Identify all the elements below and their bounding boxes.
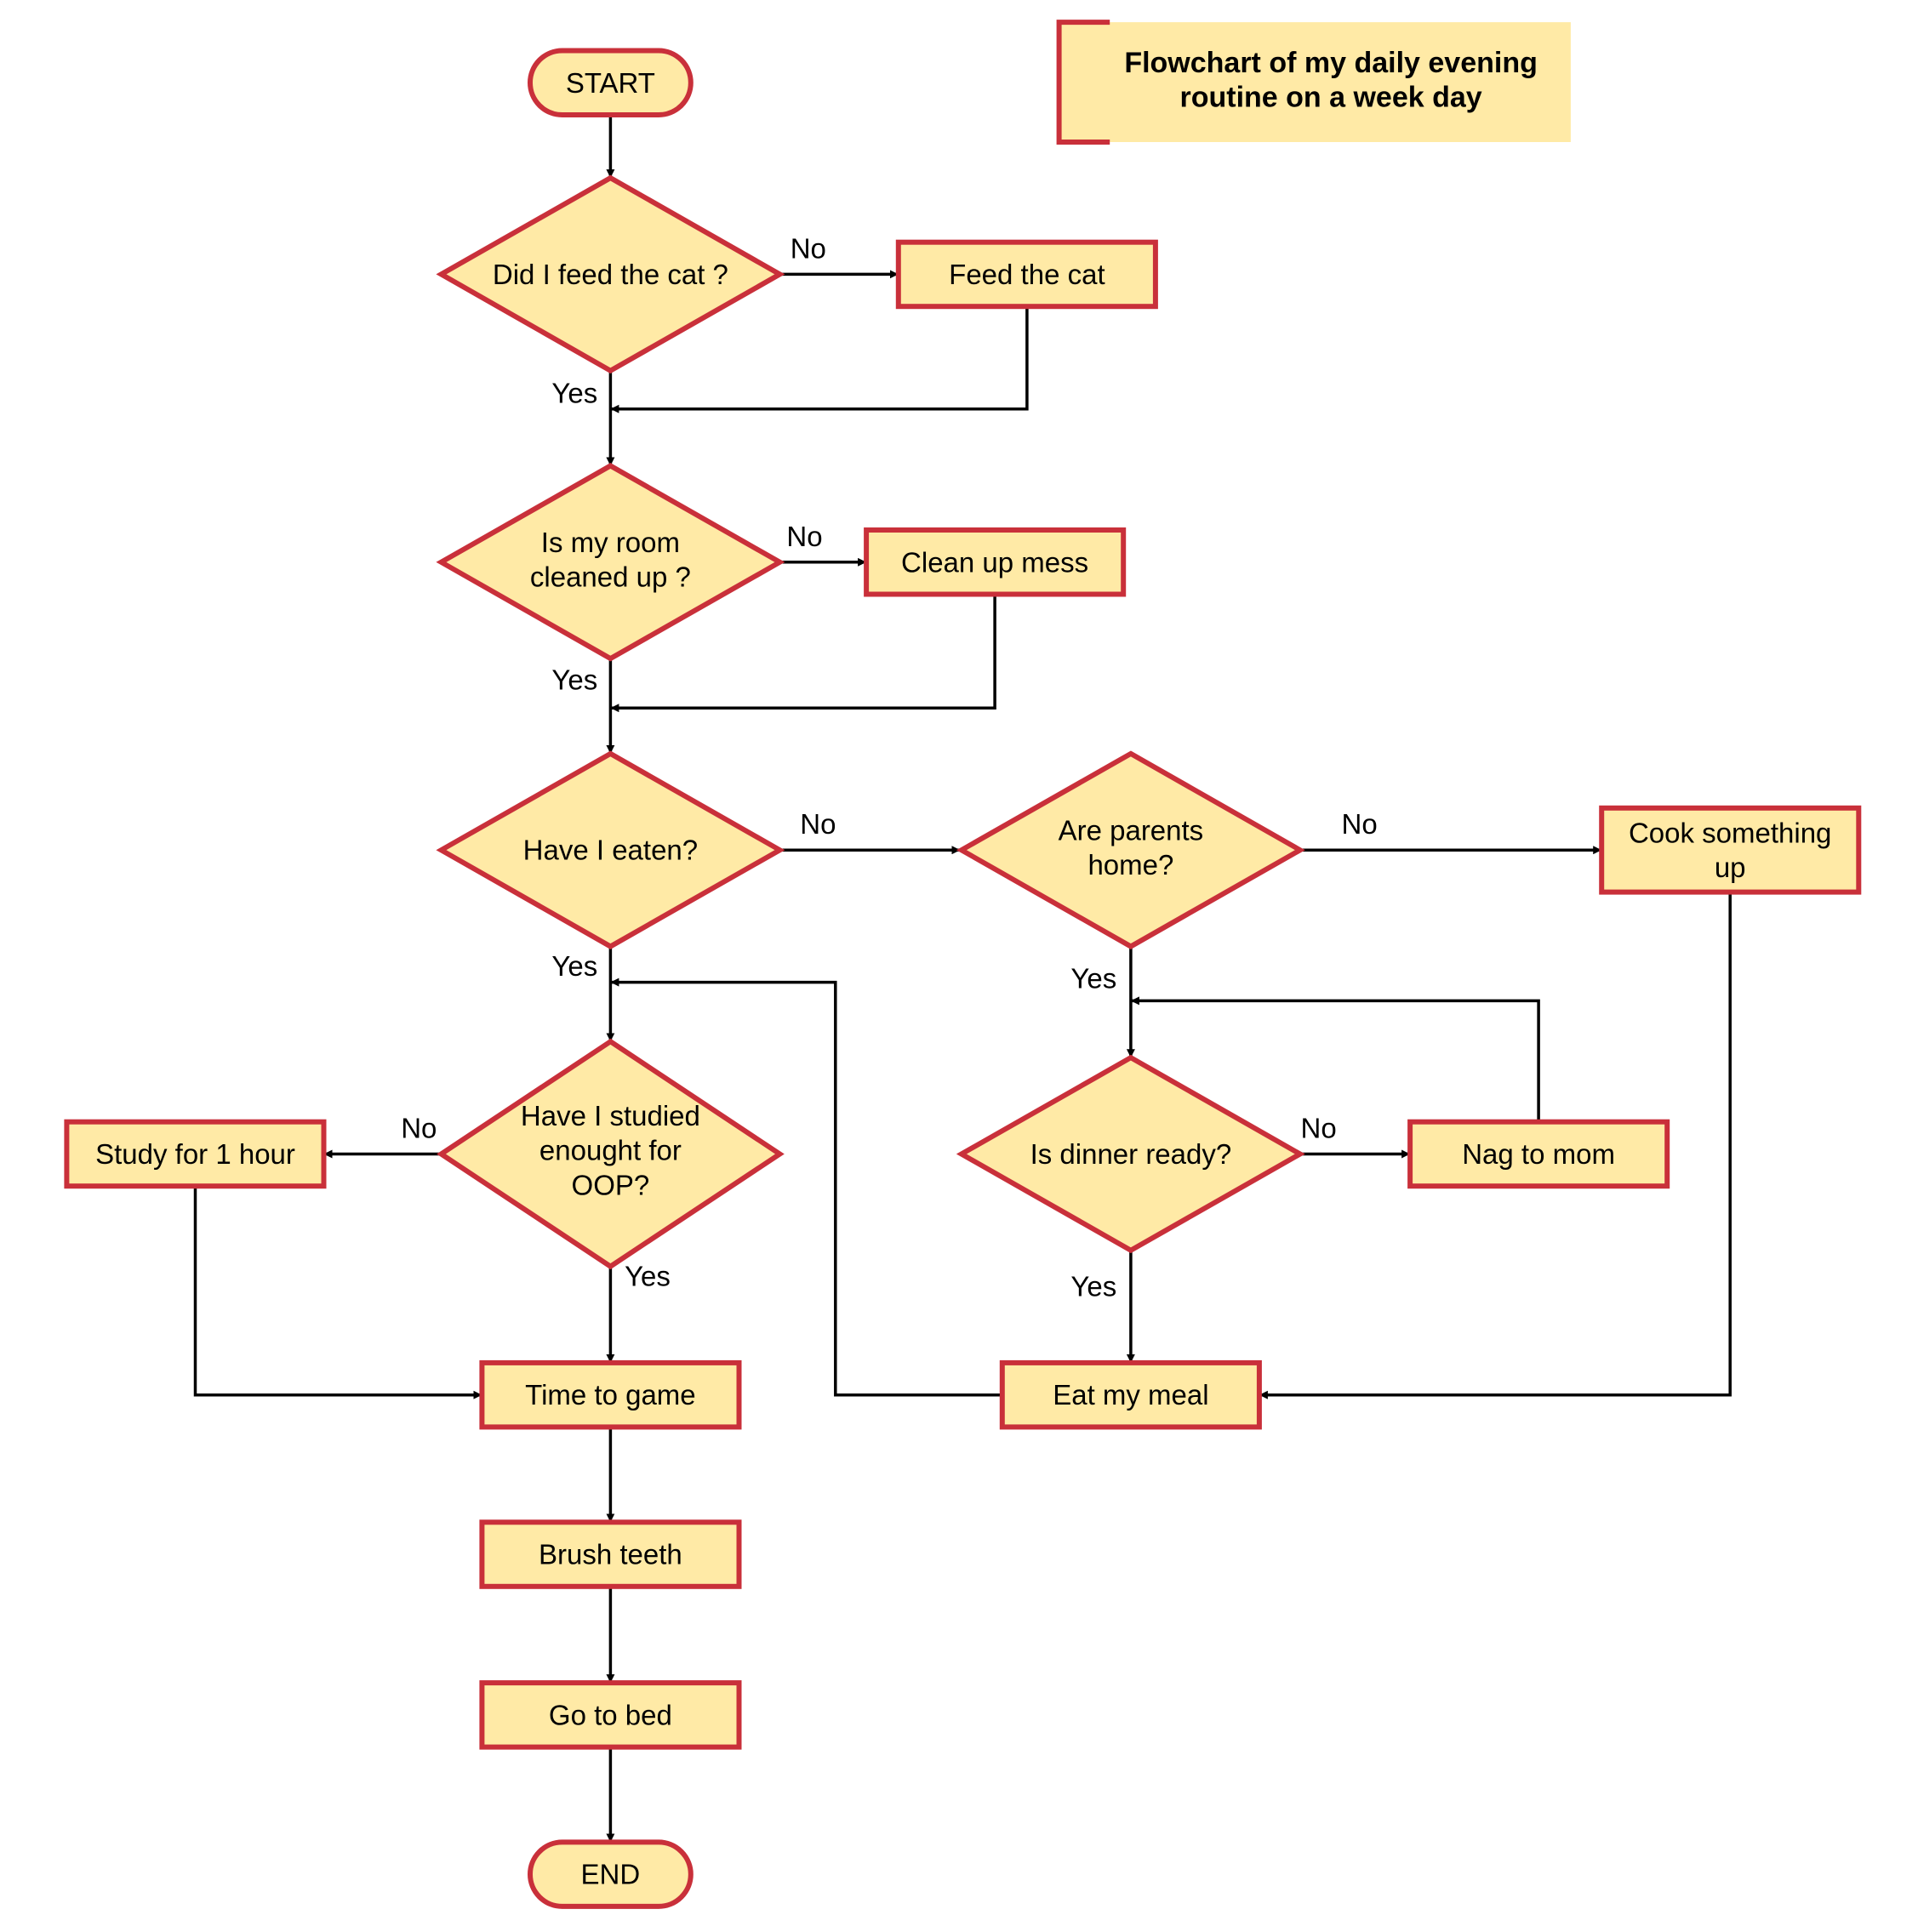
node-cook: Cook something up <box>1599 805 1862 895</box>
node-eaten-check: Have I eaten? <box>436 750 785 949</box>
edge-feed-cat-return <box>610 306 1029 413</box>
edge-label-studied-check-yes: Yes <box>625 1261 671 1292</box>
game-label-line: Time to game <box>525 1379 696 1411</box>
node-study: Study for 1 hour <box>64 1119 327 1189</box>
connectors <box>193 115 1732 1843</box>
go-to-bed-label-line: Go to bed <box>549 1699 672 1730</box>
node-feed-cat-check: Did I feed the cat ? <box>436 174 785 374</box>
start-terminal <box>528 48 694 117</box>
nag-mom-label-line: Nag to mom <box>1462 1138 1615 1170</box>
feed-cat-check-label-line: Did I feed the cat ? <box>493 259 728 290</box>
brush-teeth-box <box>479 1519 742 1589</box>
node-eat-meal: Eat my meal <box>999 1359 1262 1430</box>
edge-study-to-game <box>193 1186 482 1399</box>
study-box <box>64 1119 327 1189</box>
eat-meal-label-line: Eat my meal <box>1053 1379 1208 1411</box>
room-check-label-line: cleaned up ? <box>530 561 691 593</box>
node-start: START <box>528 48 694 117</box>
edge-label-room-check-yes: Yes <box>551 664 597 695</box>
edge-nag-mom-return <box>1130 996 1540 1122</box>
edge-clean-mess-return <box>610 594 996 713</box>
node-feed-cat: Feed the cat <box>895 239 1158 310</box>
study-label-line: Study for 1 hour <box>95 1138 295 1170</box>
edge-label-feed-check-yes: Yes <box>551 377 597 408</box>
studied-check-diamond <box>437 1038 785 1270</box>
clean-mess-box <box>864 527 1127 597</box>
room-check-label-line: Is my room <box>541 527 680 558</box>
cook-box <box>1599 805 1862 895</box>
edge-label-studied-check-no: No <box>401 1113 437 1144</box>
game-box <box>479 1359 742 1430</box>
studied-check-label-line: Have I studied <box>521 1100 700 1131</box>
node-game: Time to game <box>479 1359 742 1430</box>
edge-label-room-check-no: No <box>786 521 822 552</box>
feed-cat-label-line: Feed the cat <box>949 259 1105 290</box>
title-bracket <box>1056 20 1110 145</box>
node-dinner-check: Is dinner ready? <box>956 1054 1305 1254</box>
dinner-check-diamond <box>956 1054 1305 1254</box>
eaten-check-diamond <box>436 750 785 949</box>
nodes: START Did I feed the cat ? Feed the cat Is … <box>64 48 1862 1909</box>
node-nag-mom: Nag to mom <box>1407 1119 1670 1189</box>
parents-check-diamond <box>956 750 1305 949</box>
dinner-check-label-line: Is dinner ready? <box>1030 1138 1232 1170</box>
edge-label-parents-check-yes: Yes <box>1070 963 1116 994</box>
title-background <box>1059 22 1571 142</box>
go-to-bed-box <box>479 1680 742 1750</box>
studied-check-label-line: OOP? <box>572 1169 650 1200</box>
brush-teeth-label-line: Brush teeth <box>539 1539 682 1570</box>
parents-check-label-line: Are parents <box>1059 815 1204 846</box>
edge-label-eaten-check-yes: Yes <box>551 950 597 982</box>
nag-mom-box <box>1407 1119 1670 1189</box>
studied-check-label-line: enought for <box>539 1135 682 1166</box>
eaten-check-label-line: Have I eaten? <box>523 835 698 866</box>
parents-check-label-line: home? <box>1087 849 1173 881</box>
edge-label-dinner-check-no: No <box>1301 1113 1337 1144</box>
edge-label-dinner-check-yes: Yes <box>1070 1270 1116 1302</box>
node-end: END <box>528 1839 694 1909</box>
clean-mess-label-line: Clean up mess <box>901 546 1088 578</box>
end-label-line: END <box>581 1859 641 1890</box>
eat-meal-box <box>999 1359 1262 1430</box>
feed-cat-box <box>895 239 1158 310</box>
edge-label-feed-check-no: No <box>791 232 826 264</box>
node-go-to-bed: Go to bed <box>479 1680 742 1750</box>
cook-label-line: Cook something <box>1629 817 1831 848</box>
feed-cat-check-diamond <box>436 174 785 374</box>
end-terminal <box>528 1839 694 1909</box>
start-label-line: START <box>566 67 655 99</box>
room-check-diamond <box>436 463 785 662</box>
diagram-title-line: Flowchart of my daily evening <box>1124 47 1538 79</box>
edge-label-parents-check-no: No <box>1342 808 1378 840</box>
diagram-title-line: routine on a week day <box>1179 82 1481 114</box>
edge-eat-meal-return <box>610 977 1002 1397</box>
cook-label-line: up <box>1715 852 1746 883</box>
edge-label-eaten-check-no: No <box>800 808 836 840</box>
edge-cook-to-eat <box>1259 892 1732 1399</box>
node-clean-mess: Clean up mess <box>864 527 1127 597</box>
node-brush-teeth: Brush teeth <box>479 1519 742 1589</box>
